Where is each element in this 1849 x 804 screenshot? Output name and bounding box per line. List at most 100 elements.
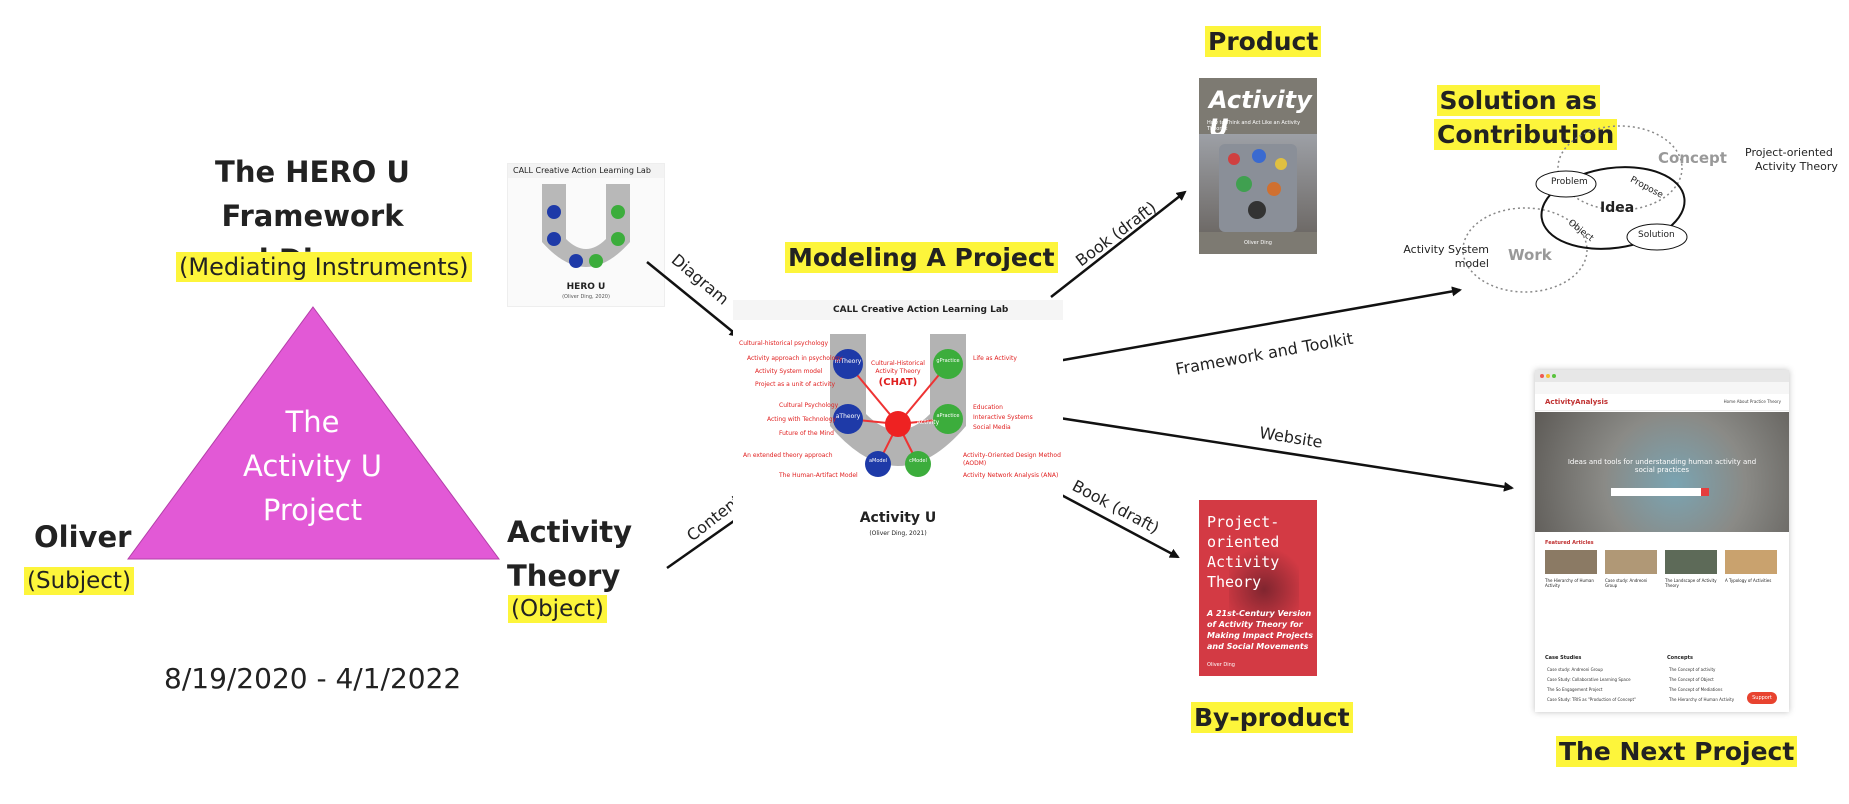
note-left-8: An extended theory approach [743,452,833,459]
book1-subtitle: How to Think and Act Like an Activity Th… [1207,120,1301,132]
site-nav-links: Home About Practice Theory [1723,399,1781,404]
venn-concept: Concept [1658,149,1727,167]
note-right-4: Social Media [973,424,1011,431]
mediating-text: (Mediating Instruments) [176,252,472,282]
object-role-text: (Object) [508,595,607,623]
venn-work: Work [1508,246,1552,264]
note-left-9: The Human-Artifact Model [779,472,858,479]
book2-sub-4: and Social Movements [1207,642,1309,651]
triangle-line2: Activity U [243,449,382,483]
note-left-7: Future of the Mind [779,430,834,437]
venn-asm-2: model [1454,257,1489,270]
site-hero-line2: social practices [1634,466,1690,474]
activity-u-shape [830,334,966,477]
site-hero-line1: Ideas and tools for understanding human … [1567,458,1757,466]
byproduct-label: By-product [1191,702,1353,733]
hero-thumb-header: CALL Creative Action Learning Lab [508,164,664,178]
hero-thumb-sub: (Oliver Ding, 2020) [562,294,610,300]
product-label-text: Product [1205,26,1322,57]
venn-asm-label: Activity System model [1397,243,1489,271]
site-concepts-heading: Concepts [1667,655,1693,661]
node-apractice: aPractice [936,413,960,419]
byproduct-label-text: By-product [1191,702,1353,733]
activity-u-caption: Activity U [859,510,937,526]
book2-title-2: Activity Theory [1207,553,1280,591]
note-left-4: Project as a unit of activity [755,381,836,388]
venn-solution: Solution [1638,230,1675,240]
note-left-2: Activity approach in psychology [747,355,843,362]
site-case-item-4: Case Study: TRIS as "Production of Conce… [1547,697,1636,702]
site-card-4 [1725,550,1777,574]
site-card-4-label: A Typology of Activities [1725,578,1772,583]
site-concept-item-2: The Concept of Object [1669,677,1714,682]
site-hero-text: Ideas and tools for understanding human … [1565,458,1759,474]
book1-author: Oliver Ding [1244,240,1272,246]
problem-node [1535,170,1597,198]
node-amodel: aModel [868,458,888,464]
arrow-framework [1051,286,1462,364]
note-right-1: Life as Activity [973,355,1017,362]
handprint-image [1229,540,1299,630]
object-line2: Theory [507,559,621,593]
center-diagram-header: CALL Creative Action Learning Lab [733,300,1063,320]
book1-photo-art [1219,144,1297,232]
hero-u-shape [542,184,630,268]
solution-node [1626,223,1688,251]
venn-asm-1: Activity System [1403,243,1489,256]
note-right-3: Interactive Systems [973,414,1033,421]
browser-address-bar [1535,382,1789,394]
site-card-2-label: Case study: Andreoni Group [1605,578,1648,588]
object-role: (Object) [508,595,607,623]
venn-poat-label: Project-oriented Activity Theory [1745,146,1838,174]
site-nav [1535,394,1789,411]
arrow-book-bottom [1051,488,1180,559]
chat-label: Cultural-Historical Activity Theory (CHA… [863,360,933,389]
node-cmodel: cModel [909,458,927,464]
object-line1: Activity [507,515,633,549]
node-mtheory: mTheory [834,358,862,365]
book2-sub-3: Making Impact Projects [1207,631,1313,640]
note-left-1: Cultural-historical psychology [739,340,829,347]
next-project-label: The Next Project [1556,736,1798,767]
book2-title: Project-oriented Activity Theory [1207,512,1317,592]
arrow-website [1052,415,1514,492]
idea-circle [1540,166,1686,250]
note-left-3: Activity System model [755,368,823,375]
note-right-2: Education [973,404,1003,411]
arrow-diagram [646,261,740,338]
concept-circle [1557,125,1683,211]
site-featured-heading: Featured Articles [1545,540,1594,546]
site-logo: ActivityAnalysis [1545,398,1609,406]
work-circle [1462,207,1588,293]
node-atheory: aTheory [835,413,861,420]
note-left-6: Acting with Technology [767,416,837,423]
venn-idea: Idea [1600,200,1635,216]
activity-triangle [127,306,500,560]
triangle-line3: Project [262,493,363,527]
note-right-5: Activity-Oriented Design Method (AODM) [963,452,1061,467]
site-case-studies-heading: Case Studies [1545,655,1582,661]
solution-line2: Contribution [1434,119,1618,150]
triangle-line1: The [285,405,340,439]
solution-venn-diagram [1462,125,1688,293]
chat-line3: (CHAT) [878,377,918,388]
subject-name: Oliver [34,520,132,554]
site-concept-item-1: The Concept of activity [1669,667,1716,672]
browser-tab-bar [1535,370,1789,382]
modeling-title: Modeling A Project [785,242,1058,273]
note-right-6: Activity Network Analysis (ANA) [963,472,1059,479]
hero-title-line1: The HERO U Framework [215,155,410,233]
site-card-2 [1605,550,1657,574]
subject-role: (Subject) [24,567,134,595]
site-hero-image [1535,412,1789,532]
note-left-5: Cultural Psychology [779,402,839,409]
site-card-1 [1545,550,1597,574]
site-search-button [1701,488,1709,496]
site-case-item-3: The So Engagement Project [1547,687,1603,692]
solution-line1: Solution as [1436,85,1600,116]
node-gpractice: gPractice [936,358,960,364]
modeling-title-text: Modeling A Project [785,242,1058,273]
subject-role-text: (Subject) [24,567,134,595]
venn-poat-2: Activity Theory [1755,160,1838,173]
arrow-book-top [1050,190,1187,298]
